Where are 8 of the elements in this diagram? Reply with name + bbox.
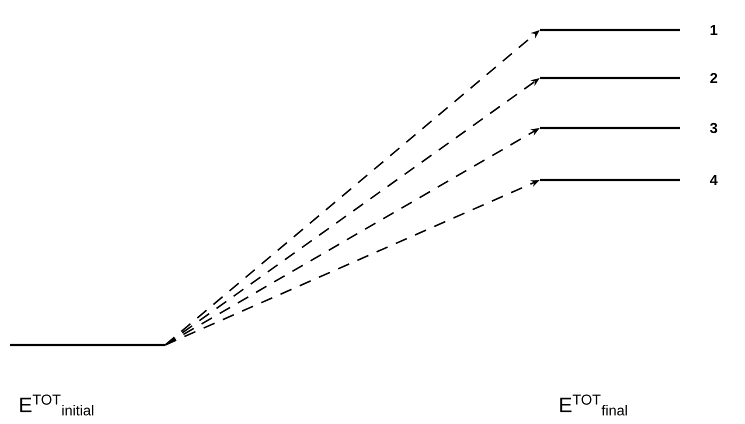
level-number: 1 bbox=[710, 25, 718, 35]
energy-label: E$^{TOT}$initial bbox=[20, 394, 94, 416]
energy-label: E$^{TOT}$final bbox=[560, 394, 627, 416]
energy-level-line bbox=[540, 28, 680, 32]
energy-level-line bbox=[10, 344, 165, 346]
level-number: 4 bbox=[710, 175, 718, 185]
level-number: 2 bbox=[710, 72, 718, 84]
level-number: 3 bbox=[710, 122, 718, 134]
